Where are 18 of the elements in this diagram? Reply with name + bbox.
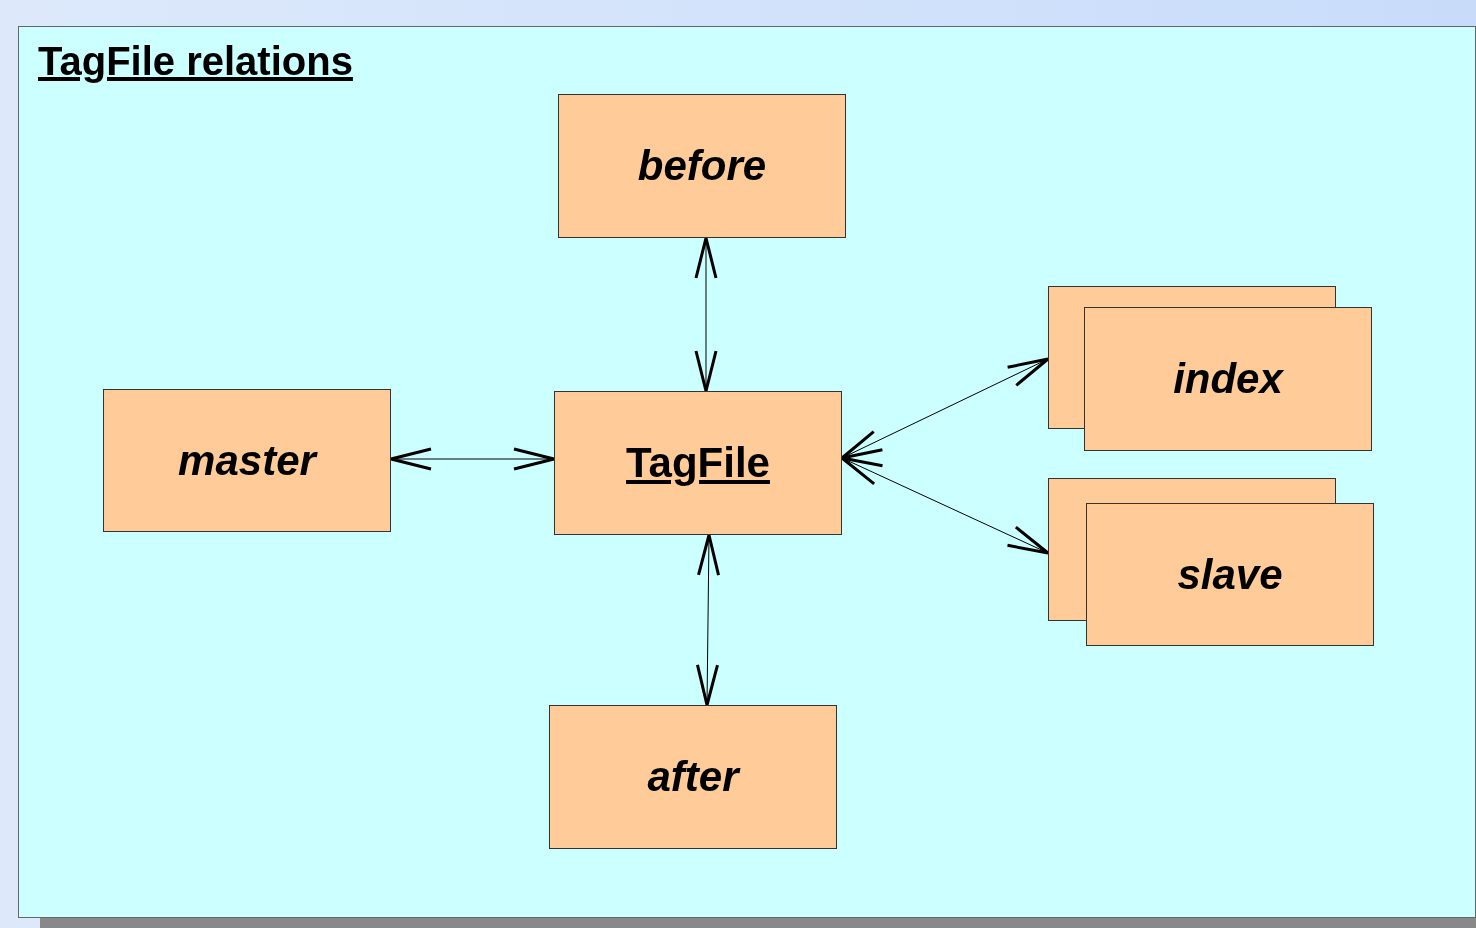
double-arrow bbox=[840, 357, 1050, 460]
class-box bbox=[554, 391, 842, 535]
stacked-box bbox=[1048, 286, 1372, 451]
node-label: slave bbox=[1177, 550, 1283, 599]
double-arrow bbox=[389, 447, 556, 471]
class-box bbox=[558, 94, 846, 238]
class-box bbox=[103, 389, 391, 532]
stacked-box bbox=[1048, 478, 1374, 646]
double-arrow bbox=[694, 236, 718, 393]
class-box bbox=[549, 705, 837, 849]
node-label: TagFile bbox=[626, 439, 770, 487]
node-label: master bbox=[178, 436, 316, 485]
node-label: before bbox=[637, 142, 767, 190]
node-label: after bbox=[647, 753, 739, 801]
node-label: index bbox=[1173, 355, 1283, 403]
double-arrow bbox=[695, 533, 721, 707]
diagram-title: TagFile relations bbox=[38, 39, 353, 84]
double-arrow bbox=[840, 456, 1050, 555]
